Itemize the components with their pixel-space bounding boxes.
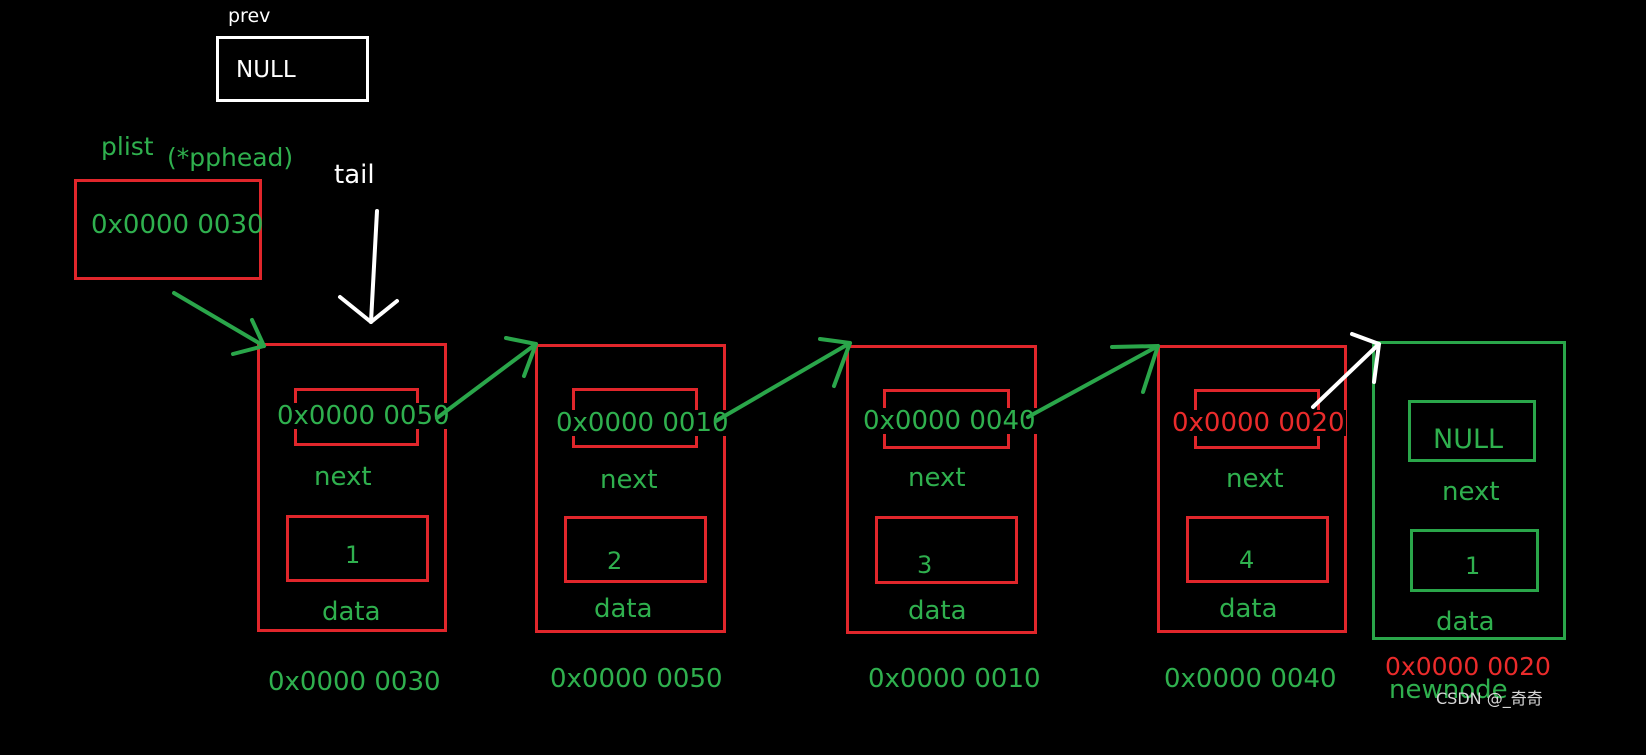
newnode-data-label: data — [1436, 607, 1495, 637]
plist-box: 0x0000 0030 — [74, 179, 264, 280]
newnode — [1372, 341, 1566, 640]
node-3-data-value: 3 — [917, 551, 933, 579]
node-4-address: 0x0000 0040 — [1164, 664, 1337, 694]
pphead-label: (*pphead) — [167, 143, 294, 172]
newnode-next-value: NULL — [1433, 424, 1504, 455]
node-4-data-box: 4 — [1186, 516, 1329, 583]
node-4-next-value: 0x0000 0020 — [1171, 408, 1346, 438]
node-4-next-label: next — [1226, 464, 1284, 494]
node-1-next-value: 0x0000 0050 — [276, 401, 451, 431]
node-4 — [1157, 345, 1347, 633]
node-1-next-label: next — [314, 462, 372, 492]
node-1-address: 0x0000 0030 — [268, 667, 441, 697]
node-2-data-label: data — [594, 594, 653, 624]
newnode-next-label: next — [1442, 477, 1500, 507]
node-2 — [535, 344, 726, 633]
node-3-next-value: 0x0000 0040 — [862, 406, 1037, 436]
tail-label: tail — [334, 160, 375, 190]
newnode-data-value: 1 — [1465, 552, 1481, 580]
node-1 — [257, 343, 447, 632]
node4-to-newnode-arrow — [1311, 332, 1381, 409]
node-2-data-value: 2 — [607, 547, 623, 575]
newnode-next-box: NULL — [1408, 400, 1536, 462]
node-3-data-box: 3 — [875, 516, 1018, 584]
prev-label: prev — [228, 5, 271, 27]
newnode-address: 0x0000 0020 — [1385, 652, 1551, 681]
plist-label: plist — [101, 132, 154, 161]
node-1-data-value: 1 — [345, 541, 361, 569]
node-2-next-label: next — [600, 465, 658, 495]
prev-value: NULL — [236, 57, 296, 83]
node3-to-node4-arrow — [1026, 344, 1160, 419]
node1-to-node2-arrow — [435, 336, 538, 420]
csdn-watermark: CSDN @_奇奇 — [1436, 689, 1543, 708]
node-1-data-box: 1 — [286, 515, 429, 582]
node-3-data-label: data — [908, 596, 967, 626]
node-1-data-label: data — [322, 597, 381, 627]
newnode-data-box: 1 — [1410, 529, 1539, 592]
node-2-address: 0x0000 0050 — [550, 664, 723, 694]
node-3-address: 0x0000 0010 — [868, 664, 1041, 694]
plist-value: 0x0000 0030 — [91, 210, 264, 240]
tail-arrow — [338, 209, 399, 324]
plist-to-node1-arrow — [172, 291, 266, 356]
node-2-next-value: 0x0000 0010 — [555, 408, 730, 438]
newnode-label: newnode — [1389, 675, 1508, 705]
node-2-data-box: 2 — [564, 516, 707, 583]
prev-box: NULL — [216, 36, 369, 102]
node-4-data-label: data — [1219, 594, 1278, 624]
node-3-next-label: next — [908, 463, 966, 493]
node-4-data-value: 4 — [1239, 546, 1255, 574]
node-3 — [846, 345, 1037, 634]
node2-to-node3-arrow — [714, 337, 852, 423]
